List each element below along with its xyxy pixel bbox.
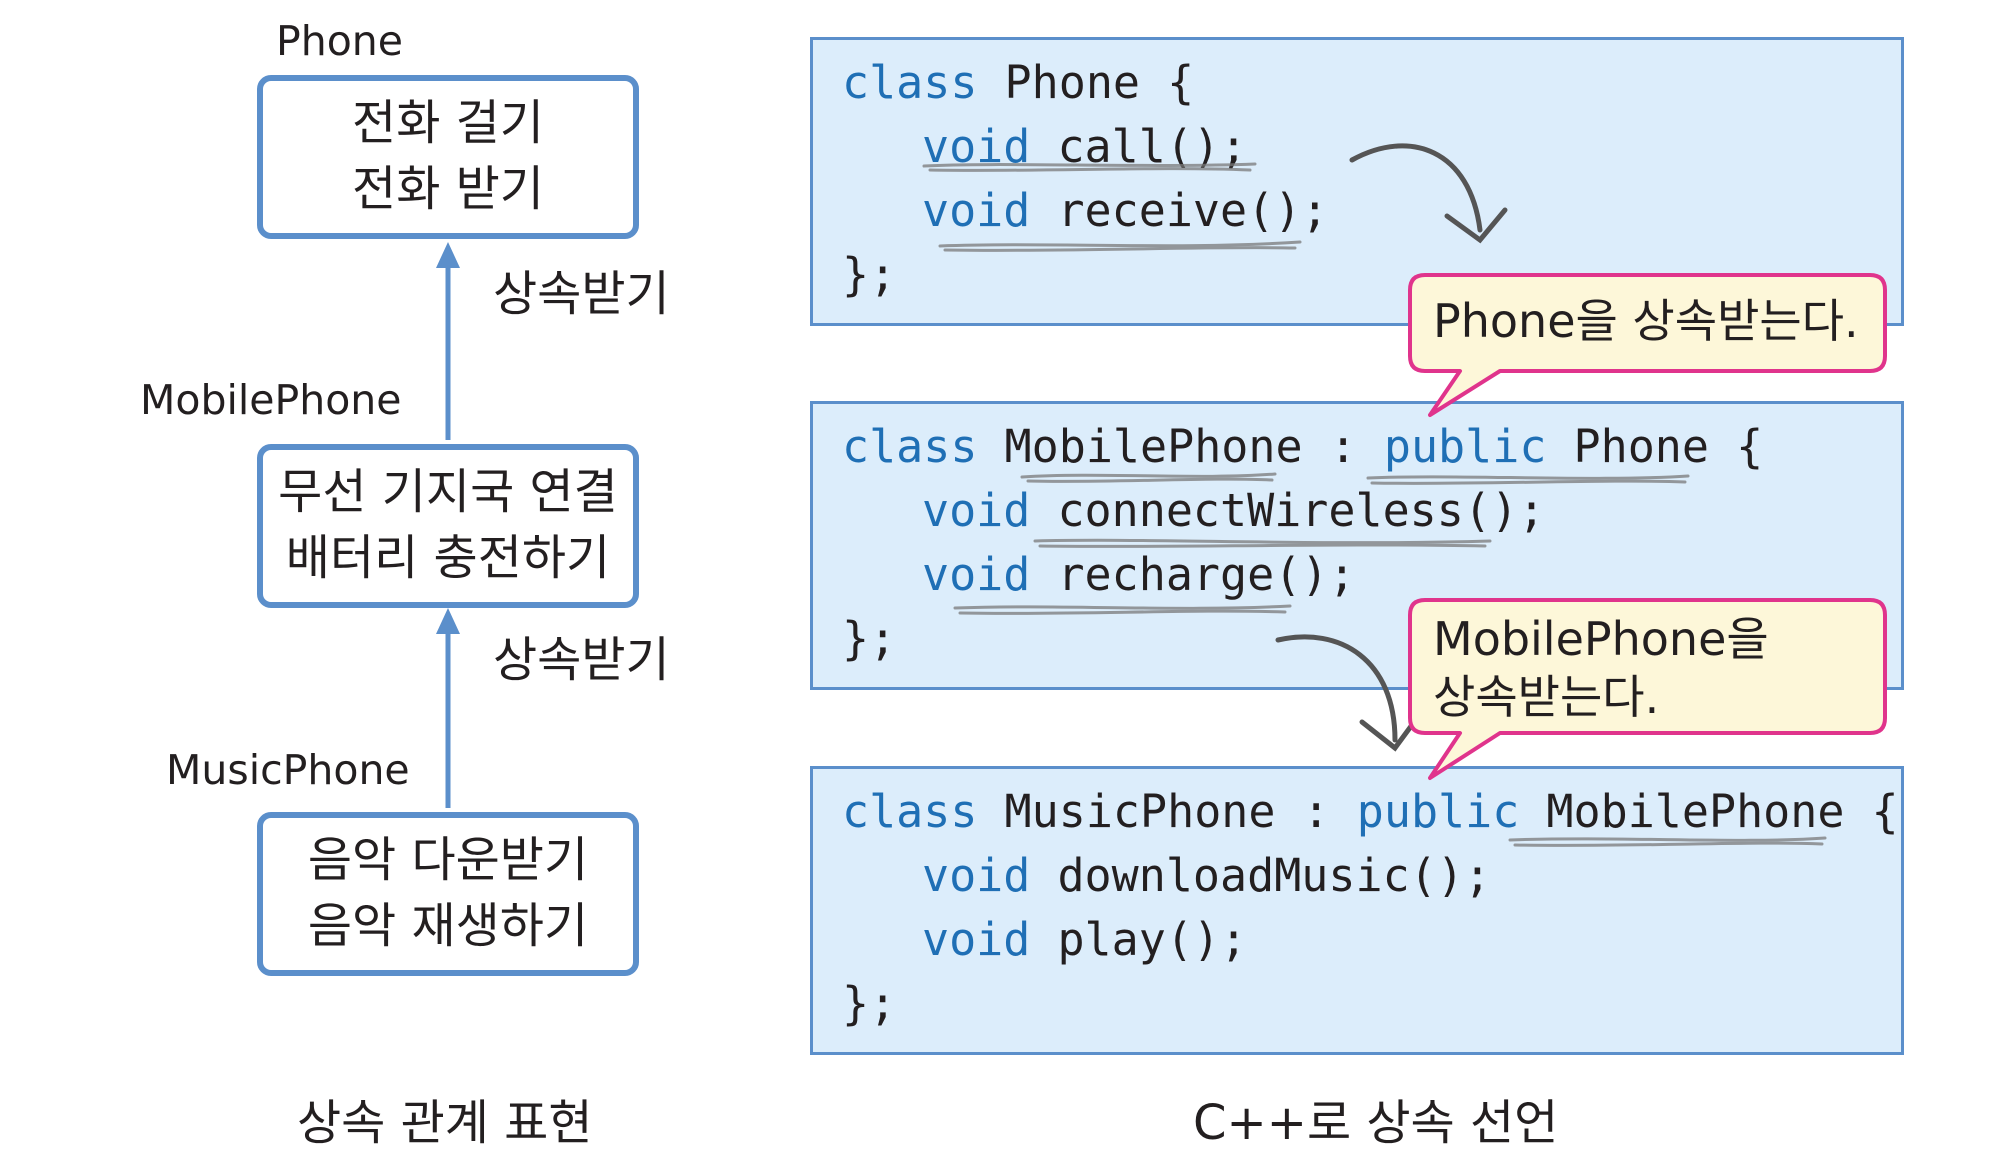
feature-play-music: 음악 재생하기	[307, 898, 589, 954]
inherit-label-2: 상속받기	[493, 632, 670, 688]
underline-connect-wireless-2	[1038, 543, 1487, 548]
keyword-public: public	[1383, 420, 1547, 473]
class-box-phone: 전화 걸기 전화 받기	[257, 75, 639, 239]
underline-mobilephone-class-2	[1026, 477, 1274, 483]
keyword-void: void	[922, 849, 1031, 902]
keyword-void: void	[922, 548, 1031, 601]
inherit-arrow-1-head	[436, 242, 460, 268]
underline-base-mobilephone-2	[1513, 841, 1824, 847]
code-line-receive: void receive();	[922, 188, 1328, 233]
inherit-label-1: 상속받기	[493, 266, 670, 322]
underline-receive	[938, 240, 1302, 248]
keyword-class: class	[842, 56, 978, 109]
code-line-musicphone-closing: };	[842, 977, 897, 1030]
underline-public-phone	[1366, 474, 1690, 480]
callout-bubble-2	[1408, 598, 1887, 780]
code-line-play: void play();	[922, 917, 1247, 962]
method-connect-wireless: connectWireless();	[1030, 484, 1546, 537]
class-decl-mobilephone: MobilePhone :	[977, 420, 1384, 473]
class-box-mobilephone: 무선 기지국 연결 배터리 충전하기	[257, 444, 639, 608]
feature-call: 전화 걸기	[352, 95, 544, 152]
keyword-class: class	[842, 785, 978, 838]
code-line-musicphone-header: class MusicPhone : public MobilePhone {	[842, 789, 1899, 834]
keyword-void: void	[922, 484, 1031, 537]
underline-call-2	[928, 167, 1252, 172]
keyword-class: class	[842, 420, 978, 473]
class-name-phone: Phone	[276, 17, 404, 65]
class-box-musicphone: 음악 다운받기 음악 재생하기	[257, 812, 639, 976]
inherit-arrow-2-head	[436, 608, 460, 634]
hand-arrow-1-shaft	[1349, 143, 1483, 233]
base-class-phone: Phone {	[1546, 420, 1764, 473]
class-decl-phone: Phone {	[977, 56, 1195, 109]
keyword-public: public	[1356, 785, 1520, 838]
feature-connect-wireless: 무선 기지국 연결	[278, 464, 618, 521]
underline-base-mobilephone	[1508, 836, 1827, 842]
callout-inherit-mobilephone-line2: 상속받는다.	[1433, 670, 1660, 724]
underline-receive-2	[943, 246, 1297, 252]
code-line-connect-wireless: void connectWireless();	[922, 488, 1545, 533]
callout-bubble-1	[1408, 273, 1887, 417]
code-line-download-music: void downloadMusic();	[922, 853, 1491, 898]
hand-arrow-1-head	[1444, 207, 1508, 244]
callout-inherit-phone: Phone을 상속받는다.	[1433, 294, 1859, 348]
underline-recharge	[953, 604, 1292, 610]
method-receive: receive();	[1030, 184, 1329, 237]
keyword-void: void	[922, 913, 1031, 966]
class-name-musicphone: MusicPhone	[166, 746, 410, 794]
underline-public-phone-2	[1370, 479, 1687, 485]
code-line-phone-closing: };	[842, 248, 897, 301]
class-name-mobilephone: MobilePhone	[140, 376, 402, 424]
code-line-mobilephone-closing: };	[842, 612, 897, 665]
method-call: call();	[1030, 120, 1248, 173]
feature-recharge: 배터리 충전하기	[285, 530, 611, 586]
method-play: play();	[1030, 913, 1248, 966]
underline-mobilephone-class	[1020, 472, 1277, 479]
method-download-music: downloadMusic();	[1030, 849, 1491, 902]
keyword-void: void	[922, 184, 1031, 237]
code-panel-musicphone	[810, 766, 1904, 1055]
code-line-mobilephone-header: class MobilePhone : public Phone {	[842, 424, 1763, 469]
class-decl-musicphone: MusicPhone :	[977, 785, 1357, 838]
underline-call	[922, 162, 1257, 168]
underline-recharge-2	[958, 609, 1287, 615]
hierarchy-caption: 상속 관계 표현	[297, 1095, 593, 1151]
callout-inherit-mobilephone-line1: MobilePhone을	[1433, 612, 1769, 666]
underline-connect-wireless	[1033, 538, 1492, 545]
method-recharge: recharge();	[1030, 548, 1356, 601]
keyword-void: void	[922, 120, 1031, 173]
code-caption: C++로 상속 선언	[1193, 1095, 1559, 1151]
hand-arrow-2-shaft	[1275, 634, 1398, 743]
code-line-recharge: void recharge();	[922, 552, 1355, 597]
feature-download-music: 음악 다운받기	[307, 832, 589, 889]
feature-receive: 전화 받기	[352, 161, 544, 217]
code-line-phone-header: class Phone {	[842, 60, 1194, 105]
code-line-call: void call();	[922, 124, 1247, 169]
base-class-mobilephone: MobilePhone {	[1519, 785, 1899, 838]
